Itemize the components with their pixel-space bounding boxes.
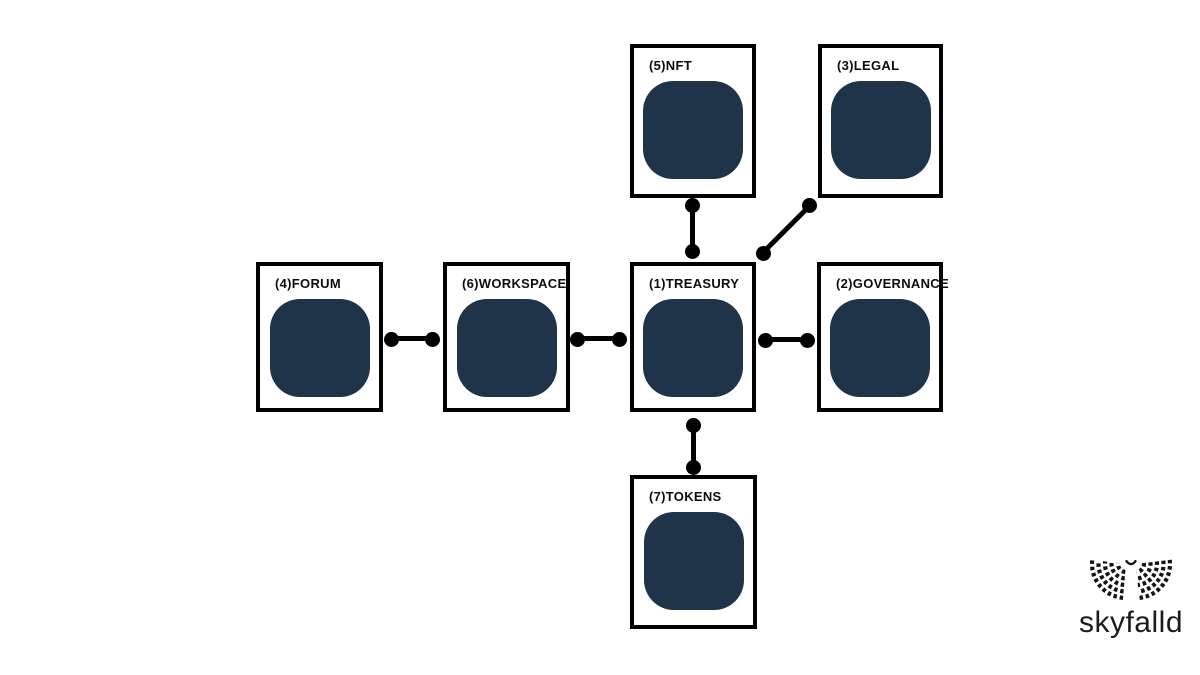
node-label: (4)FORUM — [275, 276, 341, 291]
edge-endpoint-dot — [756, 246, 771, 261]
node-legal: (3)LEGAL — [818, 44, 943, 198]
tokens-shape — [643, 512, 744, 610]
edge-line — [690, 204, 695, 254]
node-label: (3)LEGAL — [837, 58, 900, 73]
node-treasury: (1)TREASURY — [630, 262, 756, 412]
node-governance: (2)GOVERNANCE — [817, 262, 949, 412]
node-forum: (4)FORUM — [256, 262, 383, 412]
edge-endpoint-dot — [612, 332, 627, 347]
edge-line — [763, 337, 809, 342]
governance-shape — [830, 299, 930, 397]
treasury-shape — [643, 299, 743, 397]
edge-endpoint-dot — [570, 332, 585, 347]
node-nft: (5)NFT — [630, 44, 756, 198]
edge-endpoint-dot — [685, 244, 700, 259]
brand-block: skyfalld — [1056, 558, 1200, 640]
workspace-shape — [456, 299, 557, 397]
edge-endpoint-dot — [800, 333, 815, 348]
skyfalld-wings-icon — [1089, 559, 1173, 600]
edge-endpoint-dot — [384, 332, 399, 347]
edge-endpoint-dot — [758, 333, 773, 348]
node-label: (7)TOKENS — [649, 489, 722, 504]
edge-endpoint-dot — [686, 418, 701, 433]
edge-endpoint-dot — [802, 198, 817, 213]
node-label: (5)NFT — [649, 58, 692, 73]
node-label: (1)TREASURY — [649, 276, 740, 291]
edge-line — [691, 423, 696, 469]
edge-line — [389, 336, 434, 341]
brand-wordmark: skyfalld — [1078, 606, 1184, 639]
edge-line — [575, 336, 622, 341]
forum-shape — [269, 299, 370, 397]
edge-endpoint-dot — [686, 460, 701, 475]
node-label: (2)GOVERNANCE — [836, 276, 949, 291]
node-tokens: (7)TOKENS — [630, 475, 757, 629]
nft-shape — [643, 81, 743, 179]
edge-endpoint-dot — [425, 332, 440, 347]
edge-endpoint-dot — [685, 198, 700, 213]
legal-shape — [830, 81, 931, 179]
node-workspace: (6)WORKSPACE — [443, 262, 570, 412]
node-label: (6)WORKSPACE — [462, 276, 567, 291]
